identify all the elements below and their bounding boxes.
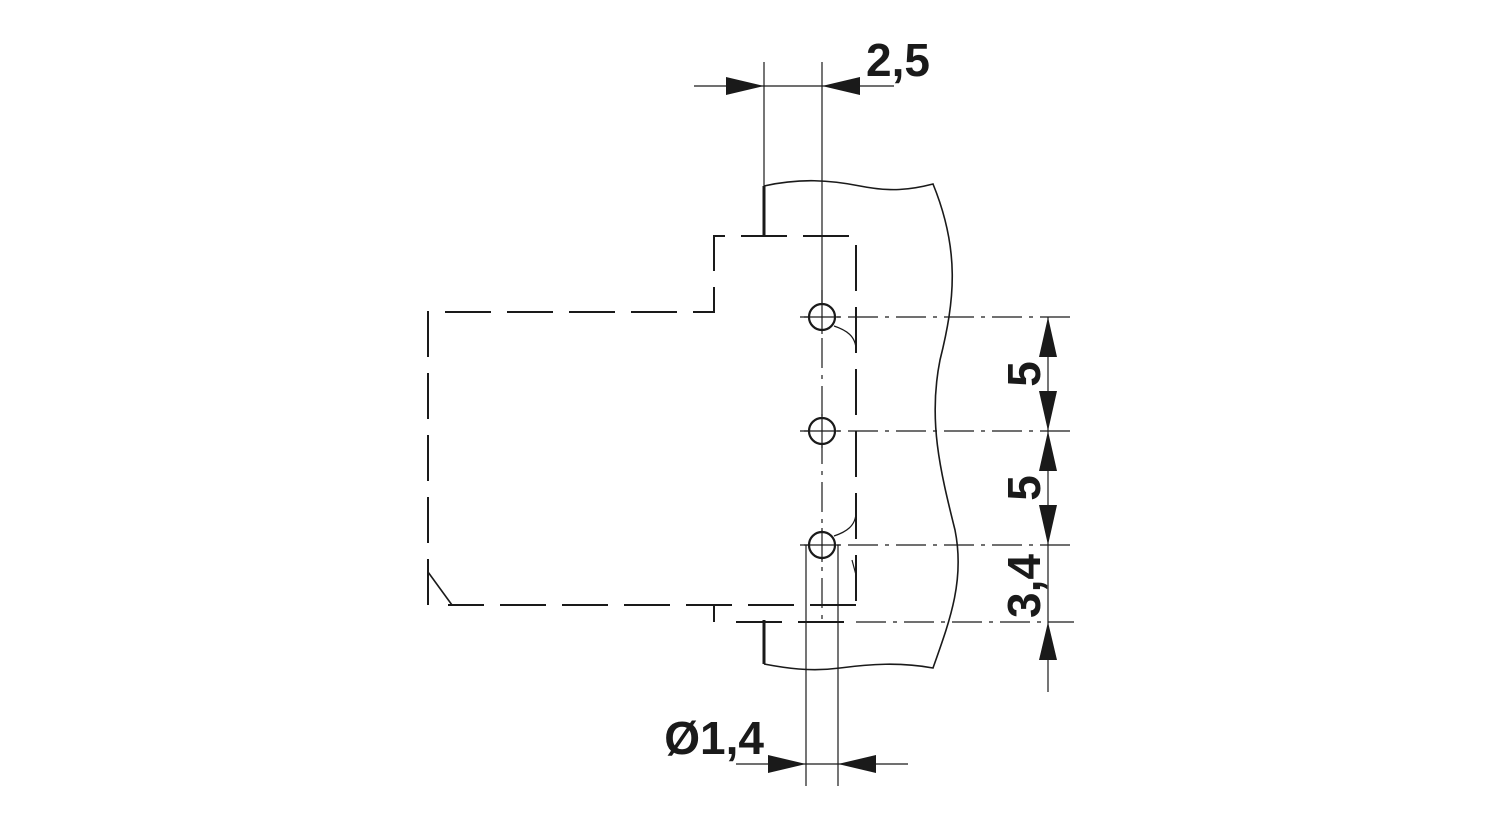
hole-1-leader — [833, 325, 857, 351]
arrow-pitch-y2-bottom — [1039, 505, 1057, 545]
dim-label-pitch-x: 2,5 — [866, 34, 930, 86]
hole-3-leader — [833, 511, 857, 537]
arrow-pitch-y2-top — [1039, 431, 1057, 471]
footprint-chamfer — [427, 571, 453, 606]
arrow-diameter-right — [838, 755, 876, 773]
arrow-pitch-x-right — [822, 77, 860, 95]
arrow-pitch-x-left — [726, 77, 764, 95]
dim-label-pitch-y1: 5 — [998, 361, 1050, 387]
arrow-diameter-left — [768, 755, 806, 773]
dim-label-pitch-y2: 5 — [998, 475, 1050, 501]
dim-label-hole-diameter: Ø1,4 — [664, 712, 764, 764]
arrow-edge-offset-bottom — [1039, 622, 1057, 660]
component-footprint-dashed — [427, 235, 857, 606]
arrow-pitch-y1-top — [1039, 317, 1057, 357]
board-outline — [763, 179, 960, 671]
hole-3-lower-tick — [851, 559, 857, 576]
dim-label-edge-offset: 3,4 — [998, 554, 1050, 618]
arrow-pitch-y1-bottom — [1039, 391, 1057, 431]
